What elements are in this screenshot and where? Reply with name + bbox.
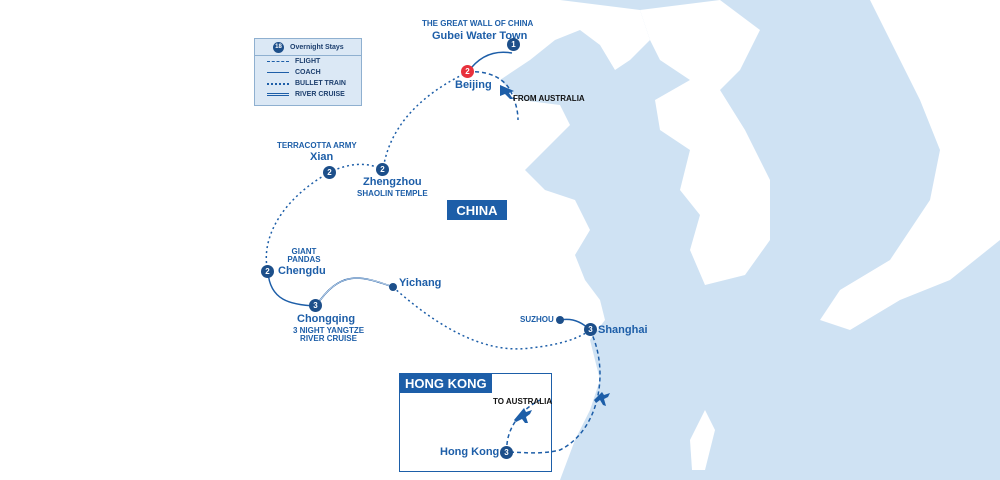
label-zhengzhou: Zhengzhou <box>363 176 422 188</box>
label-chengdu: Chengdu <box>278 265 326 277</box>
stay-marker-gubei: 1 <box>507 38 520 51</box>
legend-train: BULLET TRAIN <box>255 78 361 89</box>
label-great-wall: THE GREAT WALL OF CHINA <box>422 19 534 28</box>
label-from-australia: FROM AUSTRALIA <box>513 94 585 103</box>
label-suzhou: SUZHOU <box>520 315 554 324</box>
korea-peninsula <box>640 0 770 285</box>
stays-badge: 18 <box>273 41 284 53</box>
label-hong-kong: Hong Kong <box>440 446 500 458</box>
taiwan <box>690 410 715 470</box>
label-to-australia: TO AUSTRALIA <box>493 397 553 406</box>
route-train <box>392 286 591 350</box>
label-beijing: Beijing <box>455 79 492 91</box>
legend-label: COACH <box>295 69 321 76</box>
stay-marker-zhengzhou: 2 <box>376 163 389 176</box>
route-flight <box>506 399 541 453</box>
legend-label: FLIGHT <box>295 58 321 65</box>
route-train <box>382 71 469 171</box>
stay-marker-chongqing: 3 <box>309 299 322 312</box>
label-shaolin: SHAOLIN TEMPLE <box>357 189 428 198</box>
route-cruise <box>315 277 394 307</box>
marker-dots <box>389 283 564 324</box>
airplane-icon <box>500 85 610 423</box>
inset-title: HONG KONG <box>400 374 492 393</box>
stay-marker-xian: 2 <box>323 166 336 179</box>
label-giant-pandas: GIANT PANDAS <box>287 247 321 265</box>
legend-label: BULLET TRAIN <box>295 80 346 87</box>
label-shanghai: Shanghai <box>598 324 648 336</box>
legend-cruise: RIVER CRUISE <box>255 89 361 100</box>
route-coach <box>267 271 317 307</box>
stay-marker-shanghai: 3 <box>584 323 597 336</box>
legend-coach: COACH <box>255 67 361 78</box>
stay-marker-beijing: 2 <box>461 65 474 78</box>
label-yichang: Yichang <box>399 277 442 289</box>
route-flight <box>506 329 601 454</box>
label-chongqing: Chongqing <box>297 313 356 325</box>
label-gubei: Gubei Water Town <box>432 30 528 42</box>
japan <box>820 0 1000 330</box>
legend-label: RIVER CRUISE <box>295 91 345 98</box>
stay-marker-hong-kong: 3 <box>500 446 513 459</box>
country-label: CHINA <box>447 200 507 220</box>
label-cruise: 3 NIGHT YANGTZE RIVER CRUISE <box>292 326 365 344</box>
label-terracotta: TERRACOTTA ARMY <box>277 141 357 150</box>
stay-marker-chengdu: 2 <box>261 265 274 278</box>
label-xian: Xian <box>310 151 334 163</box>
legend-title: Overnight Stays <box>290 43 344 51</box>
route-flight <box>467 71 519 121</box>
legend-flight: FLIGHT <box>255 56 361 67</box>
hong-kong-inset: HONG KONG <box>399 373 552 472</box>
legend: 18 Overnight Stays FLIGHT COACH BULLET TR… <box>254 38 362 106</box>
